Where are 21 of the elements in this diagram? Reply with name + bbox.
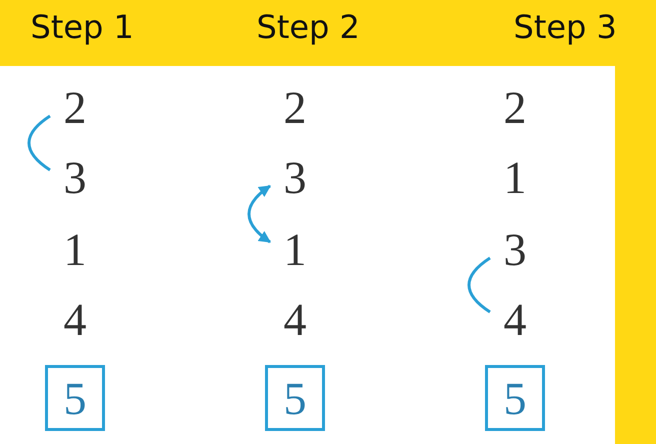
- step-heading: Step 1: [30, 8, 134, 46]
- number: 2: [270, 79, 320, 137]
- number: 1: [50, 221, 100, 279]
- step-heading: Step 2: [256, 8, 360, 46]
- curved-line: [28, 114, 51, 172]
- boxed-number: 5: [265, 365, 325, 431]
- number: 2: [50, 79, 100, 137]
- number: 1: [270, 221, 320, 279]
- number: 3: [50, 149, 100, 207]
- boxed-number: 5: [485, 365, 545, 431]
- curved-line: [468, 256, 491, 314]
- boxed-number: 5: [45, 365, 105, 431]
- number: 4: [490, 291, 540, 349]
- number: 4: [50, 291, 100, 349]
- step-heading: Step 3: [514, 8, 617, 46]
- number: 4: [270, 291, 320, 349]
- number: 3: [490, 221, 540, 279]
- curved-arrow: [248, 184, 271, 244]
- number: 2: [490, 79, 540, 137]
- number: 3: [270, 149, 320, 207]
- number: 1: [490, 149, 540, 207]
